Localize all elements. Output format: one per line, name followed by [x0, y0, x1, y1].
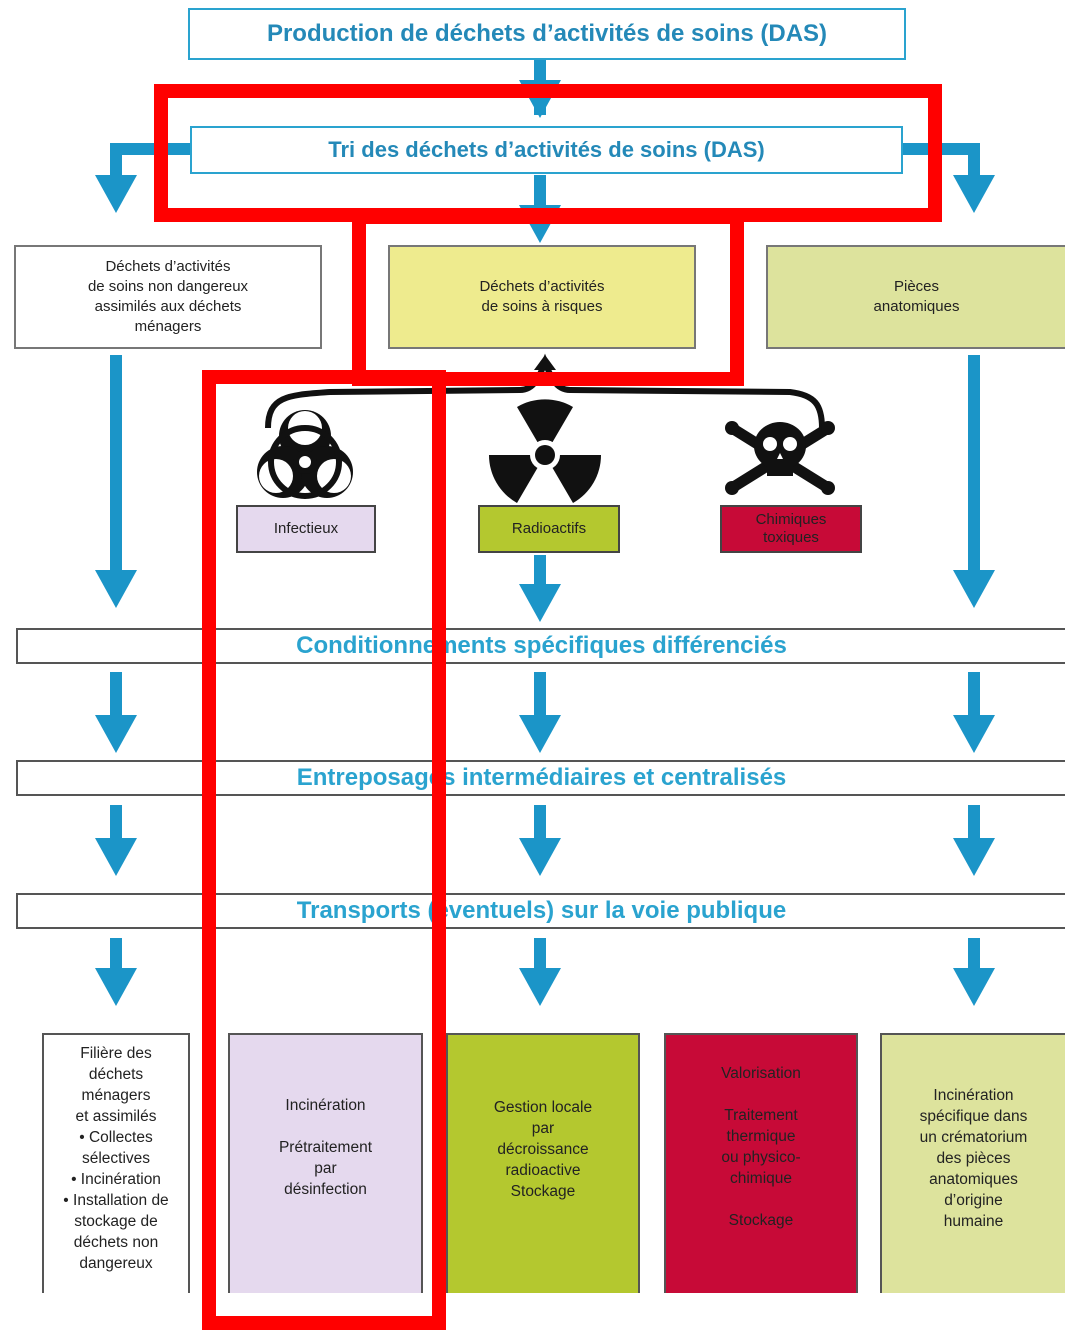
outcome-line: Incinération	[285, 1097, 366, 1114]
outcome-line: • Incinération	[71, 1171, 161, 1188]
tag-radioactive: Radioactifs	[478, 505, 620, 553]
outcome-line: Valorisation	[721, 1065, 801, 1082]
category-line: Pièces	[893, 278, 940, 295]
outcome-line: par	[314, 1160, 337, 1177]
highlight-tri	[154, 84, 942, 222]
outcome-line: Gestion locale	[493, 1099, 593, 1116]
tag-label: toxiques	[763, 529, 819, 546]
biohazard-icon	[257, 410, 353, 499]
category-risk: Déchets d’activités de soins à risques	[388, 245, 696, 349]
outcome-line: Traitement	[724, 1107, 798, 1124]
highlight-risk-category	[352, 210, 744, 386]
outcome-line: d’origine	[944, 1192, 1003, 1209]
production-title: Production de déchets d’activités de soi…	[266, 20, 828, 47]
outcome-line: ménagers	[81, 1087, 151, 1104]
outcome-line: Stockage	[728, 1212, 794, 1229]
tri-box: Tri des déchets d’activités de soins (DA…	[190, 126, 903, 174]
outcome-line: radioactive	[505, 1162, 581, 1179]
category-line: ménagers	[134, 318, 202, 335]
category-anatomical: Pièces anatomiques	[766, 245, 1065, 349]
step-label: Transports (éventuels) sur la voie publi…	[296, 897, 787, 924]
outcome-line: dangereux	[79, 1255, 153, 1272]
outcome-line: sélectives	[81, 1150, 151, 1167]
outcome-line: déchets non	[73, 1234, 159, 1251]
outcome-line: ou physico-	[721, 1149, 801, 1166]
step-label: Entreposages intermédiaires et centralis…	[296, 764, 787, 791]
tag-label: Chimiques	[755, 511, 827, 528]
outcome-line: • Collectes	[79, 1129, 153, 1146]
category-non-dangerous: Déchets d’activités de soins non dangere…	[14, 245, 322, 349]
radioactive-icon	[488, 399, 602, 503]
category-line: anatomiques	[873, 298, 960, 315]
outcome-line: Incinération	[933, 1087, 1014, 1104]
outcome-line: stockage de	[74, 1213, 158, 1230]
outcome-anatomical: Incinération spécifique dans un crémator…	[880, 1033, 1065, 1293]
step-label: Conditionnements spécifiques différencié…	[296, 632, 787, 659]
outcome-line: des pièces	[936, 1150, 1011, 1167]
outcome-line: un crématorium	[919, 1129, 1028, 1146]
outcome-line: Stockage	[510, 1183, 576, 1200]
outcome-line: et assimilés	[75, 1108, 157, 1125]
production-title-box: Production de déchets d’activités de soi…	[188, 8, 906, 60]
outcome-line: Filière des	[80, 1045, 152, 1062]
step-packaging: Conditionnements spécifiques différencié…	[16, 628, 1065, 664]
outcome-chemical: Valorisation Traitement thermique ou phy…	[664, 1033, 858, 1293]
outcome-line: déchets	[88, 1066, 144, 1083]
outcome-line: décroissance	[497, 1141, 589, 1158]
outcome-line: désinfection	[284, 1181, 367, 1198]
outcome-infectious: Incinération Prétraitement par désinfect…	[228, 1033, 423, 1293]
category-line: de soins non dangereux	[87, 278, 249, 295]
outcome-household: Filière des déchets ménagers et assimilé…	[42, 1033, 190, 1293]
category-line: assimilés aux déchets	[94, 298, 242, 315]
tag-label: Infectieux	[273, 520, 339, 537]
outcome-radioactive: Gestion locale par décroissance radioact…	[446, 1033, 640, 1293]
outcome-line: Prétraitement	[278, 1139, 373, 1156]
outcome-line: humaine	[943, 1213, 1004, 1230]
category-line: Déchets d’activités	[105, 258, 231, 275]
tag-label: Radioactifs	[511, 520, 587, 537]
category-line: de soins à risques	[481, 298, 603, 315]
skull-crossbones-icon	[725, 421, 835, 495]
outcome-line: par	[531, 1120, 555, 1137]
category-line: Déchets d’activités	[479, 278, 605, 295]
outcome-line: thermique	[726, 1128, 796, 1145]
outcome-line: • Installation de	[63, 1192, 169, 1209]
outcome-line: spécifique dans	[919, 1108, 1028, 1125]
tag-infectious: Infectieux	[236, 505, 376, 553]
step-transport: Transports (éventuels) sur la voie publi…	[16, 893, 1065, 929]
step-storage: Entreposages intermédiaires et centralis…	[16, 760, 1065, 796]
tri-label: Tri des déchets d’activités de soins (DA…	[328, 137, 765, 162]
tag-chemical: Chimiques toxiques	[720, 505, 862, 553]
highlight-infectious-path	[202, 370, 446, 1330]
outcome-line: chimique	[729, 1170, 793, 1187]
outcome-line: anatomiques	[929, 1171, 1018, 1188]
